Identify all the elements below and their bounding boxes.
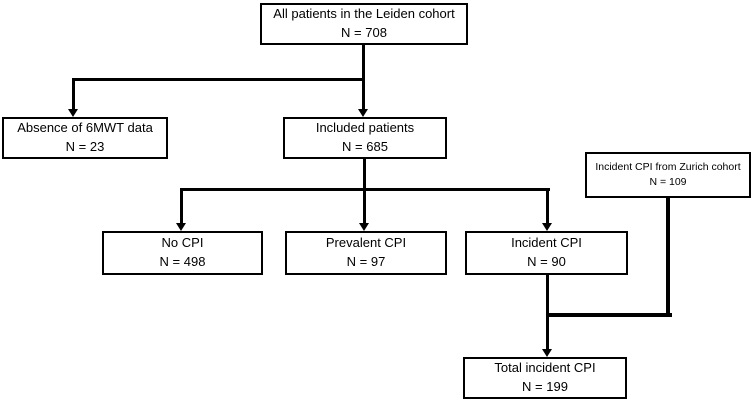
node-label: Incident CPI from Zurich cohort bbox=[595, 160, 741, 173]
connector-to-nocpi bbox=[180, 188, 183, 224]
node-label: Prevalent CPI bbox=[325, 235, 407, 251]
connector-included-stem bbox=[363, 159, 366, 191]
node-label: All patients in the Leiden cohort bbox=[273, 6, 455, 22]
node-prevalent-cpi: Prevalent CPI N = 97 bbox=[285, 231, 447, 275]
node-label: Included patients bbox=[315, 120, 415, 136]
node-absence-6mwt: Absence of 6MWT data N = 23 bbox=[2, 117, 168, 159]
node-included-patients: Included patients N = 685 bbox=[283, 117, 447, 159]
node-count: N = 97 bbox=[346, 254, 386, 269]
connector-zurich-merge-horizontal bbox=[546, 313, 672, 317]
node-label: Total incident CPI bbox=[494, 360, 596, 376]
connector-mid-split-horizontal bbox=[180, 188, 550, 191]
connector-zurich-stem bbox=[666, 198, 670, 317]
connector-to-included bbox=[362, 81, 365, 109]
connector-allpatients-stem bbox=[362, 45, 365, 81]
node-count: N = 23 bbox=[65, 139, 105, 154]
connector-to-prevalent bbox=[363, 191, 366, 224]
node-no-cpi: No CPI N = 498 bbox=[102, 231, 263, 275]
node-count: N = 498 bbox=[159, 254, 206, 269]
node-zurich-cohort: Incident CPI from Zurich cohort N = 109 bbox=[585, 152, 751, 198]
node-incident-cpi: Incident CPI N = 90 bbox=[465, 231, 628, 275]
node-label: Incident CPI bbox=[511, 235, 582, 251]
node-count: N = 708 bbox=[341, 25, 387, 40]
node-count: N = 199 bbox=[522, 379, 568, 394]
node-count: N = 685 bbox=[342, 139, 388, 154]
node-count: N = 109 bbox=[649, 176, 687, 188]
node-count: N = 90 bbox=[527, 254, 566, 269]
node-all-patients: All patients in the Leiden cohort N = 70… bbox=[260, 3, 468, 45]
node-label: No CPI bbox=[161, 235, 204, 251]
arrowhead-incident-icon bbox=[542, 223, 552, 231]
arrowhead-absence-icon bbox=[68, 109, 78, 117]
connector-to-incident bbox=[546, 188, 549, 224]
arrowhead-total-icon bbox=[542, 349, 552, 357]
connector-incident-to-total bbox=[546, 275, 549, 350]
arrowhead-nocpi-icon bbox=[176, 223, 186, 231]
node-label: Absence of 6MWT data bbox=[17, 120, 153, 136]
arrowhead-included-icon bbox=[358, 109, 368, 117]
arrowhead-prevalent-icon bbox=[359, 223, 369, 231]
connector-top-split-horizontal bbox=[72, 78, 365, 81]
node-total-incident-cpi: Total incident CPI N = 199 bbox=[463, 357, 627, 399]
connector-to-absence bbox=[72, 78, 75, 110]
